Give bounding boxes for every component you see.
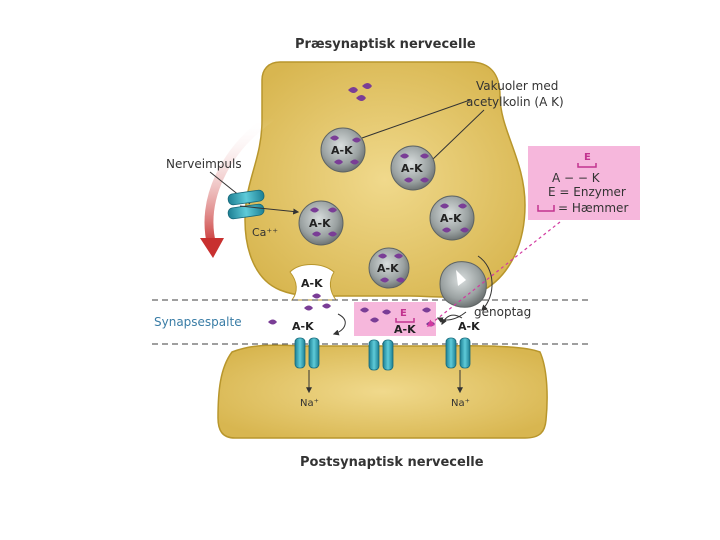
legend-formula: A − − K (552, 171, 601, 185)
vacuole-pointer-1 (361, 99, 471, 139)
legend-pointer (426, 221, 561, 327)
legend-inhibitor-def: = Hæmmer (558, 201, 628, 215)
calcium-influx-arrow (239, 205, 300, 215)
legend-box (528, 146, 640, 220)
vacuole-label-line2: acetylkolin (A K) (466, 95, 564, 109)
cleft-ak-right: A-K (458, 320, 480, 333)
calcium-label: Ca⁺⁺ (252, 226, 278, 239)
vacuole: A-K (429, 195, 475, 241)
enzyme-inhibitor-bracket (395, 318, 415, 323)
vacuole-pointer-2 (431, 109, 485, 161)
cleft-molecules-left (268, 293, 331, 325)
cleft-ak-left: A-K (292, 320, 314, 333)
nerve-impulse-arrowhead (200, 238, 224, 258)
vacuole: A-K (368, 247, 410, 289)
vacuole-text: A-K (377, 262, 399, 275)
molecules-in-vacuoles (310, 135, 469, 283)
sodium-label-left: Na⁺ (300, 398, 319, 409)
vacuole-label-line1: Vakuoler med (476, 79, 558, 93)
enzyme-e-label: E (400, 308, 407, 319)
receptor-channel-right (445, 337, 471, 369)
enzyme-breakdown-box (354, 302, 436, 336)
presynaptic-title: Præsynaptisk nervecelle (295, 37, 476, 52)
cleft-right-arrow (441, 314, 463, 326)
nerve-impulse-label: Nerveimpuls (166, 157, 242, 171)
enzyme-ak-label: A-K (394, 323, 416, 336)
vacuole-text: A-K (440, 212, 462, 225)
postsynaptic-cell (217, 344, 548, 439)
reuptake-label: genoptag (474, 305, 531, 319)
exocytosis-opening (289, 264, 337, 301)
reuptake-arrow (477, 255, 493, 311)
receptor-channel-left (294, 337, 320, 369)
nerve-impulse-arrow (204, 113, 275, 251)
vacuole-text: A-K (331, 144, 353, 157)
legend-bracket-top (577, 163, 597, 168)
receptor-channel-middle (368, 339, 394, 371)
reuptake-pump (439, 261, 487, 308)
vacuole-text: A-K (309, 217, 331, 230)
released-ak-label: A-K (301, 277, 323, 290)
vacuole: A-K (298, 200, 344, 246)
legend-inhibitor-symbol (537, 205, 555, 212)
reuptake-arrow-2 (436, 311, 467, 323)
postsynaptic-title: Postsynaptisk nervecelle (300, 455, 484, 470)
sodium-label-right: Na⁺ (451, 398, 470, 409)
cleft-diffusion-arrow (332, 313, 346, 336)
vacuole-text: A-K (401, 162, 423, 175)
legend-enzyme-def: E = Enzymer (548, 185, 626, 199)
vacuole: A-K (320, 127, 366, 173)
vacuole: A-K (390, 145, 436, 191)
synaptic-cleft-label: Synapsespalte (154, 315, 242, 329)
legend-enzyme-symbol: E (584, 152, 591, 163)
free-molecules-top (348, 83, 372, 101)
